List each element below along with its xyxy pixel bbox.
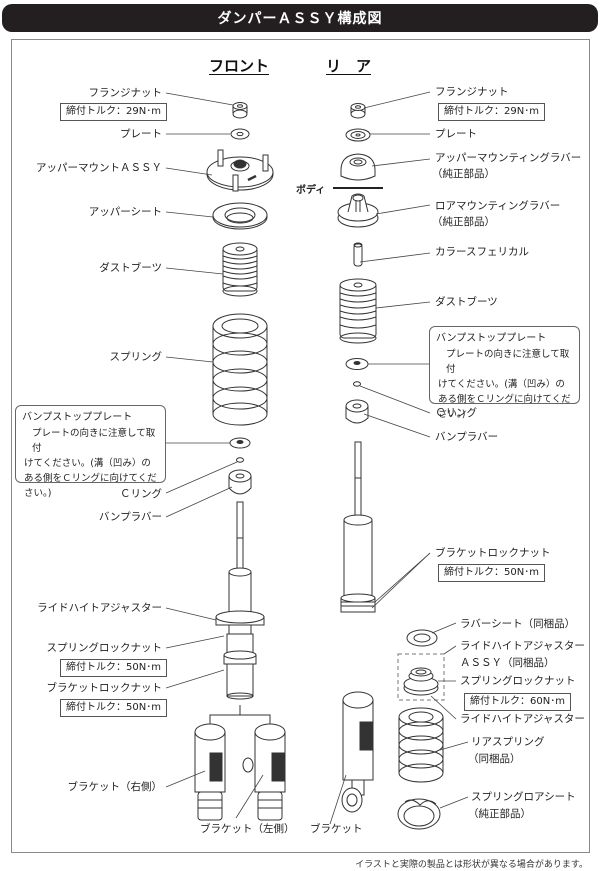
front-damper-part	[216, 502, 264, 715]
rear-bump-stop-note-line-3: ある側をＣリングに向けてくだ	[438, 393, 571, 405]
front-spring-part	[213, 314, 267, 425]
rear-ride-height-adjuster-assy-label-1: ライドハイトアジャスター	[460, 640, 585, 652]
front-ride-height-adjuster-label: ライドハイトアジャスター	[37, 602, 162, 614]
disclaimer-footer: イラストと実際の製品とは形状が異なる場合があります。	[355, 860, 588, 870]
rear-lower-mounting-rubber-label: ロアマウンティングラバー	[435, 200, 561, 212]
front-upper-seat-part	[213, 203, 267, 229]
front-bump-stop-plate-title: バンプストッププレート	[22, 412, 133, 423]
front-upper-mount-part	[207, 150, 273, 191]
rear-bump-stop-plate-title: バンプストッププレート	[436, 333, 547, 344]
rear-bump-stop-note-line-4: さい。)	[438, 408, 466, 420]
front-bracket-left-part	[243, 724, 285, 820]
rear-spring-lower-seat-label: スプリングロアシート	[471, 791, 576, 803]
rear-upper-mounting-rubber-part	[341, 154, 375, 180]
front-bracket-bracket-connector	[210, 715, 270, 729]
rear-bracket-part	[342, 692, 373, 812]
rear-spring-lock-nut-label: スプリングロックナット	[460, 675, 576, 687]
body-marker-label: ボディ	[296, 185, 326, 196]
front-upper-seat-label: アッパーシート	[88, 206, 162, 218]
rear-ride-height-adjuster-assy-label-2: ＡＳＳＹ（同梱品）	[460, 657, 555, 669]
rear-bump-rubber-label: バンプラバー	[435, 431, 499, 443]
front-flange-nut-label: フランジナット	[88, 87, 163, 99]
rear-bracket-label: ブラケット	[310, 823, 363, 835]
rear-dust-boot-label: ダストブーツ	[435, 296, 498, 308]
rear-upper-mounting-rubber-note: （純正部品）	[432, 168, 495, 180]
front-bracket-right-label: ブラケット（右側）	[67, 781, 163, 793]
rear-spring-part	[399, 708, 443, 782]
front-c-ring-label: Ｃリング	[120, 488, 162, 500]
rear-lower-mounting-rubber-note: （純正部品）	[432, 216, 495, 228]
front-spring-lock-nut-label: スプリングロックナット	[46, 642, 163, 654]
rear-section-title: リ ア	[326, 57, 372, 75]
rear-flange-nut-part	[351, 104, 365, 119]
rear-spring-lock-nut-torque: 締付トルク：60N･m	[464, 693, 571, 711]
front-upper-mount-label: アッパーマウントＡＳＳＹ	[36, 162, 162, 174]
rear-ride-height-adjuster-part	[404, 668, 438, 695]
front-spring-label: スプリング	[109, 351, 163, 363]
rear-dust-boot-part	[340, 279, 376, 343]
rear-upper-mounting-rubber-label: アッパーマウンティングラバー	[435, 152, 582, 164]
rear-lower-mounting-rubber-part	[338, 194, 378, 227]
rear-rubber-seat-part	[407, 630, 437, 646]
front-dust-boot-label: ダストブーツ	[99, 262, 162, 274]
rear-collar-spherical-part	[354, 243, 362, 266]
rear-spring-label: リアスプリング	[471, 736, 545, 748]
rear-spring-lower-seat-note: （純正部品）	[468, 808, 531, 820]
front-bump-rubber-label: バンプラバー	[98, 511, 162, 523]
rear-bump-rubber-part	[346, 400, 368, 423]
rear-bump-stop-plate-part	[346, 359, 368, 370]
rear-plate-label: プレート	[435, 128, 477, 140]
front-flange-nut-torque: 締付トルク：29N･m	[60, 103, 167, 121]
front-bump-stop-note-line-4: さい。)	[24, 487, 52, 499]
front-plate-part	[231, 129, 249, 139]
rear-flange-nut-label: フランジナット	[435, 86, 509, 98]
front-bracket-lock-nut-label: ブラケットロックナット	[46, 682, 163, 694]
front-c-ring-part	[237, 458, 244, 462]
front-dust-boot-part	[223, 243, 257, 296]
front-plate-label: プレート	[120, 128, 162, 140]
page-title: ダンパーＡＳＳＹ構成図	[217, 11, 383, 27]
front-bump-stop-note-line-2: けてください。(溝（凹み）の	[24, 457, 151, 469]
front-bracket-right-part	[195, 724, 225, 820]
rear-flange-nut-torque: 締付トルク：29N･m	[438, 103, 545, 121]
rear-collar-spherical-label: カラースフェリカル	[435, 246, 529, 258]
rear-bump-stop-plate-note: バンプストッププレート プレートの向きに注意して取付 けてください。(溝（凹み）…	[429, 326, 580, 420]
diagram-frame	[11, 39, 590, 853]
rear-spring-lower-seat-part	[398, 799, 440, 829]
front-bump-stop-plate-note: バンプストッププレート プレートの向きに注意して取付 けてください。(溝（凹み）…	[15, 405, 166, 499]
front-bump-rubber-part	[229, 470, 251, 494]
front-bracket-left-label: ブラケット（左側）	[200, 823, 295, 835]
rear-bump-stop-note-line-1: プレートの向きに注意して取付	[446, 348, 570, 375]
front-section-title: フロント	[209, 57, 270, 75]
rear-rubber-seat-label: ラバーシート（同梱品）	[460, 618, 576, 630]
front-bump-stop-plate-part	[230, 438, 250, 448]
rear-bracket-lock-nut-torque: 締付トルク：50N･m	[438, 564, 545, 582]
rear-c-ring-part	[354, 382, 361, 386]
rear-damper-part	[341, 442, 375, 612]
front-bracket-lock-nut-torque: 締付トルク：50N･m	[60, 699, 167, 717]
front-spring-lock-nut-torque: 締付トルク：50N･m	[60, 659, 167, 677]
leader-lines	[166, 92, 468, 824]
header-bar: ダンパーＡＳＳＹ構成図	[2, 4, 598, 32]
rear-plate-part	[346, 129, 370, 141]
ride-height-adjuster-assy-box	[398, 654, 444, 700]
front-bump-stop-note-line-3: ある側をＣリングに向けてくだ	[24, 472, 157, 484]
rear-c-ring-label: Ｃリング	[435, 407, 477, 419]
rear-ride-height-adjuster-label: ライドハイトアジャスター	[460, 713, 585, 725]
front-flange-nut-part	[233, 103, 247, 119]
rear-bracket-lock-nut-label: ブラケットロックナット	[435, 547, 551, 559]
rear-spring-note: （同梱品）	[468, 753, 521, 765]
rear-bump-stop-note-line-2: けてください。(溝（凹み）の	[438, 378, 565, 390]
front-bump-stop-note-line-1: プレートの向きに注意して取付	[32, 427, 156, 454]
